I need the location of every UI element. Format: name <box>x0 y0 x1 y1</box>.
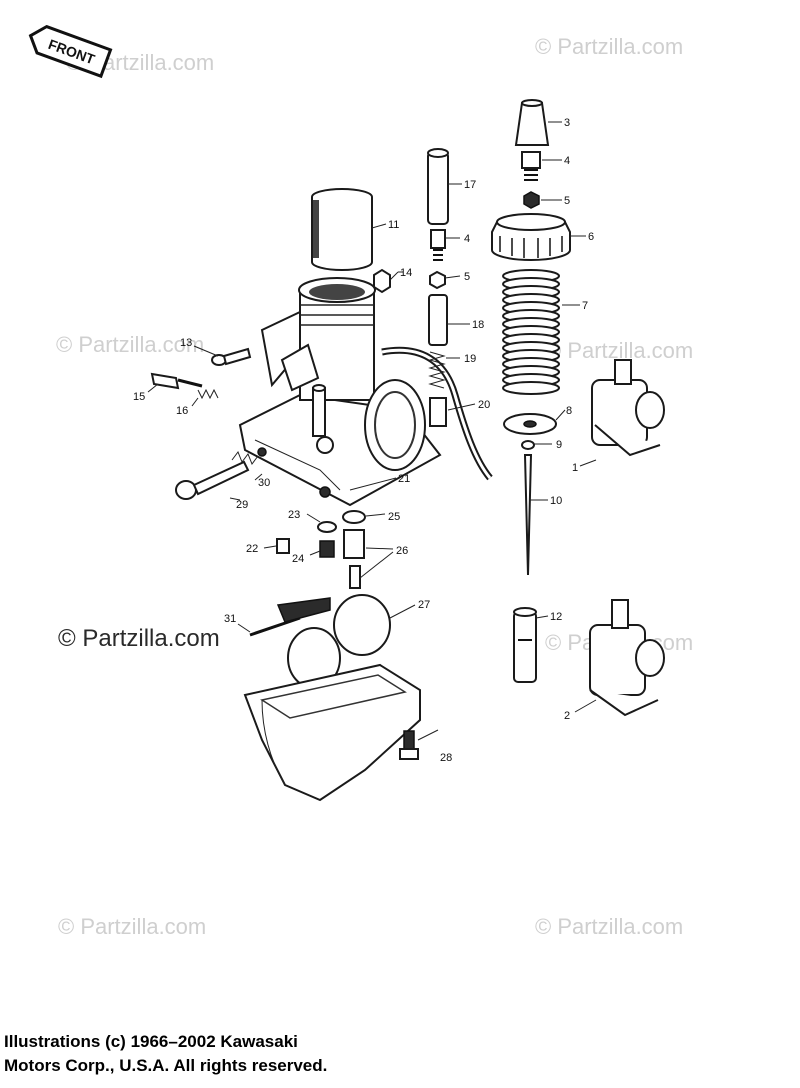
copyright-notice: Illustrations (c) 1966–2002 Kawasaki Mot… <box>4 1030 327 1078</box>
callout-12: 12 <box>550 611 562 623</box>
callout-11: 11 <box>388 219 399 231</box>
part-14-nut <box>373 268 391 294</box>
spring-coil <box>502 381 560 395</box>
callout-24: 24 <box>292 553 304 565</box>
part-26-needle-jet <box>343 529 365 559</box>
part-float-bowl <box>243 663 421 802</box>
part-23-washer <box>317 521 337 533</box>
part-10-needle <box>523 454 533 576</box>
callout-5: 5 <box>564 195 570 207</box>
callout-2: 2 <box>564 710 570 722</box>
callout-30: 30 <box>258 477 270 489</box>
part-18-housing <box>428 294 448 346</box>
callout-3: 3 <box>564 117 570 129</box>
watermark: © Partzilla.com <box>535 34 683 59</box>
part-19-spring <box>428 351 446 389</box>
part-27-float <box>276 594 391 689</box>
leader-lines <box>147 121 597 741</box>
part-1-assembled-carb <box>591 359 665 457</box>
part-16-spring <box>197 388 219 400</box>
callout-31: 31 <box>224 613 236 625</box>
callout-29: 29 <box>236 499 248 511</box>
part-11-sleeve <box>311 188 373 271</box>
watermark: © Partzilla.com <box>58 914 206 939</box>
watermark: © Partzilla.com <box>58 625 220 652</box>
callout-17: 17 <box>464 179 476 191</box>
part-12-slide <box>513 607 537 683</box>
callout-4b: 4 <box>464 233 470 245</box>
callout-19: 19 <box>464 353 476 365</box>
callout-6: 6 <box>588 231 594 243</box>
callout-7: 7 <box>582 300 588 312</box>
callout-10: 10 <box>550 495 562 507</box>
callout-23: 23 <box>288 509 300 521</box>
part-22-jet <box>276 538 290 554</box>
copyright-line-1: Illustrations (c) 1966–2002 Kawasaki <box>4 1032 298 1051</box>
watermark: © Partzilla.com <box>56 332 204 357</box>
part-5-nut <box>523 191 540 209</box>
callout-28: 28 <box>440 752 452 764</box>
callout-9: 9 <box>556 439 562 451</box>
part-13-screw <box>211 347 252 366</box>
part-15-screw <box>150 372 203 390</box>
callout-18: 18 <box>472 319 484 331</box>
part-28-screw <box>399 730 419 760</box>
callout-22: 22 <box>246 543 258 555</box>
part-21-carb-body <box>238 277 442 507</box>
part-20-jet <box>429 397 447 427</box>
part-9-clip <box>521 440 535 450</box>
copyright-line-2: Motors Corp., U.S.A. All rights reserved… <box>4 1056 328 1075</box>
part-3-cap <box>514 102 550 146</box>
watermark: © Partzilla.com <box>545 338 693 363</box>
part-5-nut-2 <box>429 270 446 290</box>
callout-8: 8 <box>566 405 572 417</box>
callout-13: 13 <box>180 337 192 349</box>
part-17-tube <box>427 151 449 225</box>
callout-4: 4 <box>564 155 570 167</box>
callout-16: 16 <box>176 405 188 417</box>
part-4-adjuster-2 <box>430 229 446 249</box>
callout-25: 25 <box>388 511 400 523</box>
callout-21: 21 <box>398 473 410 485</box>
part-26-jet <box>349 565 361 589</box>
callout-14: 14 <box>400 267 412 279</box>
callout-1: 1 <box>572 462 578 474</box>
part-2-assembled-carb <box>589 599 665 717</box>
part-24-jet <box>319 540 335 558</box>
part-25-washer <box>342 510 366 524</box>
callout-5b: 5 <box>464 271 470 283</box>
callout-20: 20 <box>478 399 490 411</box>
part-7-spring <box>502 269 560 395</box>
watermark: © Partzilla.com <box>535 914 683 939</box>
part-4-adjuster <box>521 151 541 169</box>
part-30-spring <box>231 450 259 466</box>
callout-27: 27 <box>418 599 430 611</box>
callout-15: 15 <box>133 391 145 403</box>
callout-26: 26 <box>396 545 408 557</box>
part-29-screw <box>175 460 250 500</box>
part-6-cap <box>491 213 571 261</box>
